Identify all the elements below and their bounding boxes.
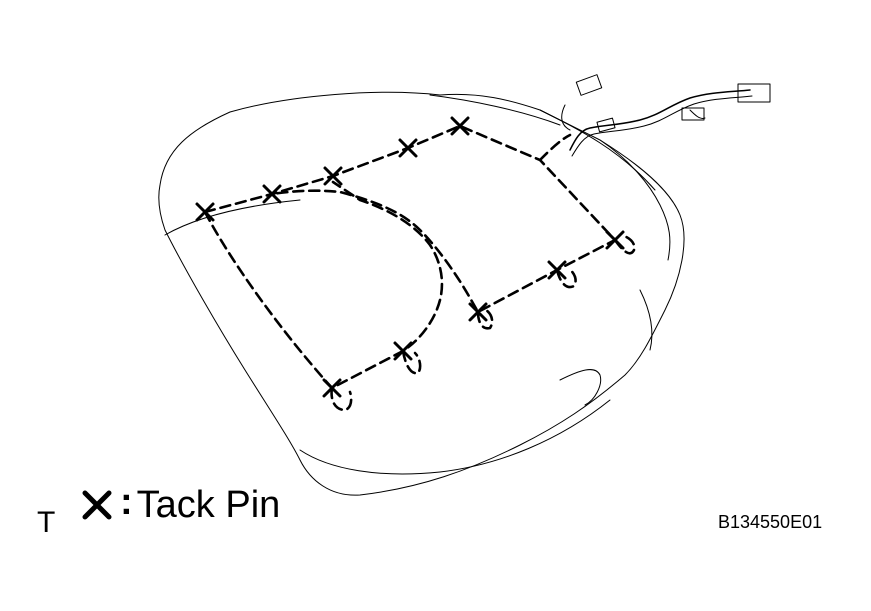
- tack-pin-marker: [195, 202, 215, 222]
- heater-wire-route: [203, 124, 617, 314]
- cushion-corner-crease: [559, 369, 602, 406]
- heater-wire-route-7: [555, 266, 577, 289]
- wire-harness: [569, 89, 751, 151]
- heater-wire-route-4: [330, 386, 353, 412]
- connector-1: [575, 74, 603, 96]
- tack-pin-marker: [468, 302, 488, 322]
- corner-mark: T: [37, 506, 56, 539]
- cushion-outline: [158, 91, 685, 496]
- heater-wire-route-2: [203, 180, 444, 390]
- wire-branch: [561, 104, 571, 131]
- connector-2: [737, 83, 771, 103]
- heater-wire-route-6: [476, 308, 494, 330]
- x-cross-icon: [82, 490, 112, 520]
- tack-pin-marker: [450, 116, 470, 136]
- cushion-front-edge: [164, 199, 301, 236]
- connector-3: [681, 107, 705, 121]
- tack-pin-marker: [393, 341, 413, 361]
- wire-harness-outline: [571, 95, 753, 157]
- cushion-bottom-lip: [299, 399, 611, 475]
- figure-code: B134550E01: [718, 512, 823, 532]
- tack-pin-marker: [322, 378, 342, 398]
- cushion-rear-edge: [429, 94, 561, 126]
- tack-pin-marker: [547, 260, 567, 280]
- cushion-side-fold: [599, 139, 671, 261]
- cushion-side-lower: [639, 289, 653, 351]
- legend-label: Tack Pin: [136, 484, 281, 526]
- legend-separator: :: [120, 481, 133, 523]
- wire-branch-2: [689, 109, 706, 119]
- tack-pin-marker: [398, 138, 418, 158]
- legend: : Tack Pin: [80, 480, 280, 530]
- tack-pin-marker: [605, 230, 625, 250]
- heater-wire-route-3: [538, 133, 572, 162]
- tack-pin-marker: [262, 184, 282, 204]
- heater-wire-route-5: [401, 349, 422, 375]
- tack-pin-marker: [323, 166, 343, 186]
- wire-clip: [596, 117, 616, 133]
- cushion-side-fold-2: [539, 109, 656, 191]
